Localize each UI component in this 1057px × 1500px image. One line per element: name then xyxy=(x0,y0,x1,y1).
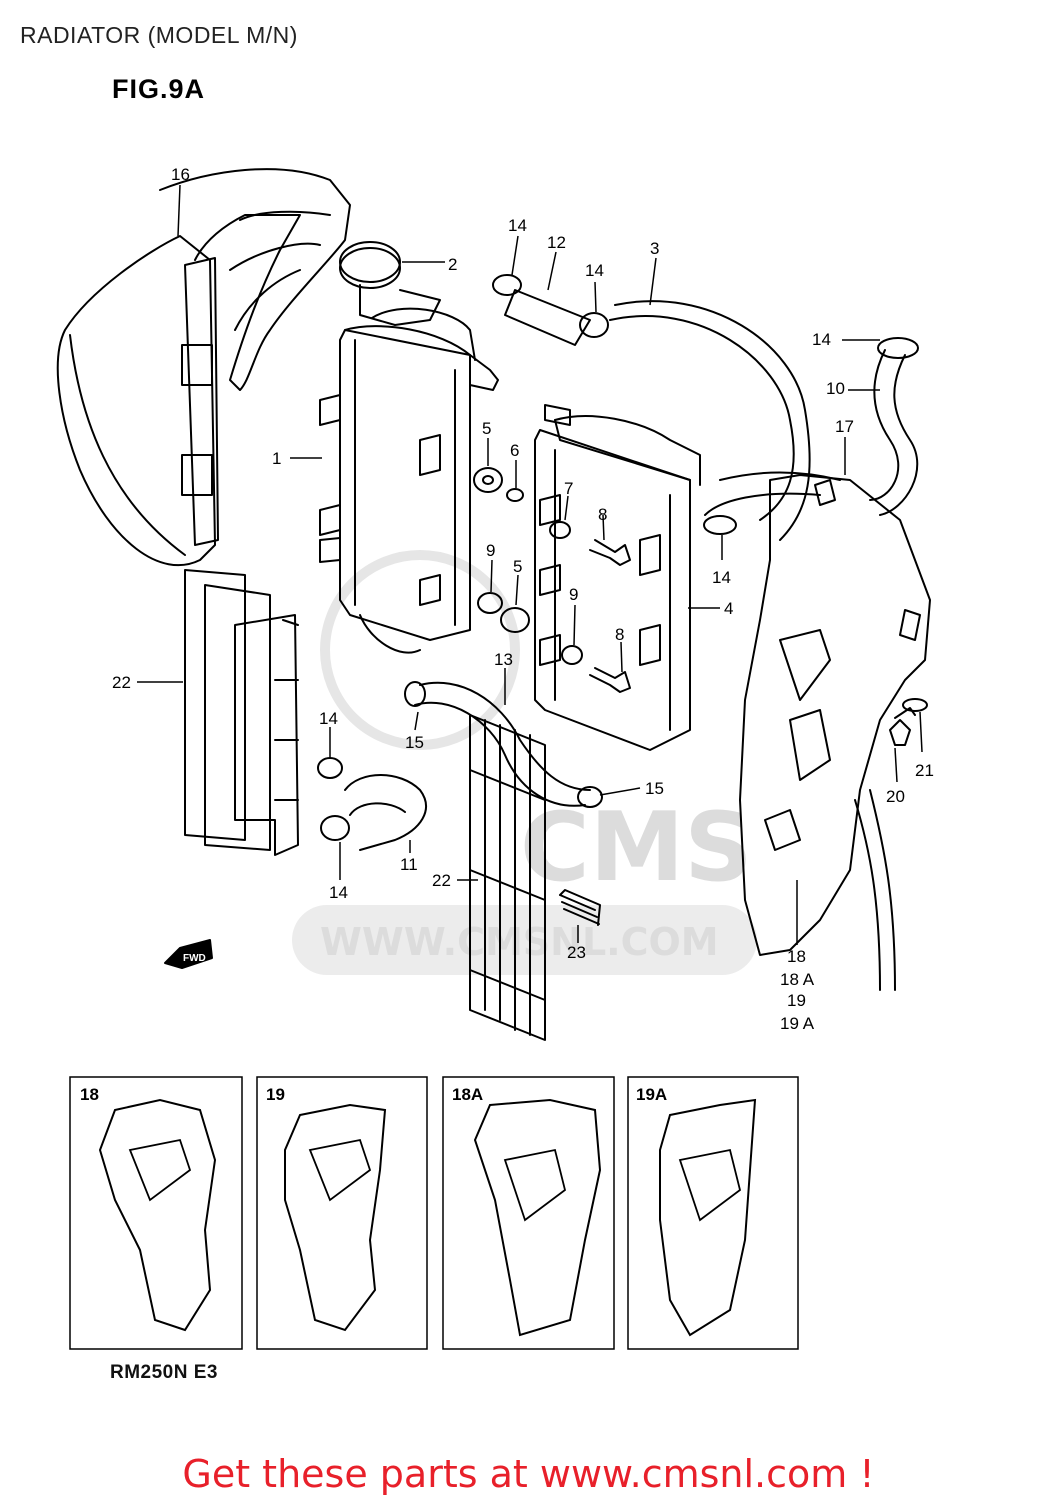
callout-10: 10 xyxy=(826,379,845,398)
part-20-bolt xyxy=(889,707,916,746)
callout-14: 14 xyxy=(319,709,338,728)
part-4-radiator-right xyxy=(534,429,691,751)
part-10-hose xyxy=(869,349,900,501)
part-2-cap xyxy=(339,241,401,283)
callout-12: 12 xyxy=(547,233,566,252)
part-16-shroud xyxy=(56,235,216,566)
part-7-washer xyxy=(549,521,571,539)
part-1-radiator-left xyxy=(339,329,471,641)
callout-18A: 18 A xyxy=(780,970,815,989)
callout-7: 7 xyxy=(564,479,573,498)
callout-8: 8 xyxy=(615,625,624,644)
callout-8: 8 xyxy=(598,505,607,524)
watermark-url: WWW.CMSNL.COM xyxy=(320,920,719,964)
part-5-grommet xyxy=(473,467,503,493)
inset-18: 18 xyxy=(69,1076,243,1350)
callout-9: 9 xyxy=(486,541,495,560)
inset-19A: 19A xyxy=(627,1076,799,1350)
part-8-bolt xyxy=(589,539,631,566)
part-3-hose xyxy=(609,315,795,521)
inset-19: 19 xyxy=(256,1076,428,1350)
callout-14: 14 xyxy=(712,568,731,587)
part-11-hose xyxy=(344,774,427,851)
callout-5: 5 xyxy=(513,557,522,576)
callout-2: 2 xyxy=(448,255,457,274)
callout-15: 15 xyxy=(405,733,424,752)
part-21-washer xyxy=(902,698,928,712)
exploded-parts-diagram: CMS WWW.CMSNL.COM xyxy=(56,165,934,1350)
callout-11: 11 xyxy=(400,855,418,874)
callout-22: 22 xyxy=(432,871,451,890)
part-12-hose xyxy=(504,289,591,346)
part-22-guard-left xyxy=(184,569,246,841)
inset-18A: 18A xyxy=(442,1076,615,1350)
cta-link[interactable]: Get these parts at www.cmsnl.com ! xyxy=(182,1452,875,1496)
part-18-cover xyxy=(739,474,931,956)
figure-label: FIG.9A xyxy=(112,74,206,104)
callout-17: 17 xyxy=(835,417,854,436)
page-title: RADIATOR (MODEL M/N) xyxy=(20,22,298,48)
fwd-label: FWD xyxy=(183,953,206,964)
part-13-hose xyxy=(419,681,591,791)
callout-13: 13 xyxy=(494,650,513,669)
callout-14: 14 xyxy=(329,883,348,902)
callout-14: 14 xyxy=(812,330,831,349)
part-6-collar xyxy=(506,488,524,502)
part-22-grill xyxy=(469,714,546,1041)
callout-18: 18 xyxy=(787,947,806,966)
inset-19A-label: 19A xyxy=(636,1085,667,1104)
inset-18-label: 18 xyxy=(80,1085,99,1104)
inset-19-label: 19 xyxy=(266,1085,285,1104)
callout-19: 19 xyxy=(787,991,806,1010)
watermark-logo: CMS xyxy=(520,793,753,903)
callout-21: 21 xyxy=(915,761,934,780)
callout-14: 14 xyxy=(508,216,527,235)
callout-1: 1 xyxy=(272,449,281,468)
model-code: RM250N E3 xyxy=(110,1362,218,1383)
callout-19A: 19 A xyxy=(780,1014,815,1033)
fwd-arrow xyxy=(164,939,213,969)
callout-15: 15 xyxy=(645,779,664,798)
callout-20: 20 xyxy=(886,787,905,806)
callout-9: 9 xyxy=(569,585,578,604)
callout-4: 4 xyxy=(724,599,733,618)
part-23-spring xyxy=(559,889,601,926)
inset-18A-label: 18A xyxy=(452,1085,483,1104)
callout-3: 3 xyxy=(650,239,659,258)
callout-23: 23 xyxy=(567,943,586,962)
part-14-clamp xyxy=(492,274,522,296)
callout-5: 5 xyxy=(482,419,491,438)
part-9-grommet xyxy=(477,592,503,614)
watermark: CMS WWW.CMSNL.COM xyxy=(292,550,757,975)
callout-6: 6 xyxy=(510,441,519,460)
callout-16: 16 xyxy=(171,165,190,184)
callout-22: 22 xyxy=(112,673,131,692)
callout-14: 14 xyxy=(585,261,604,280)
